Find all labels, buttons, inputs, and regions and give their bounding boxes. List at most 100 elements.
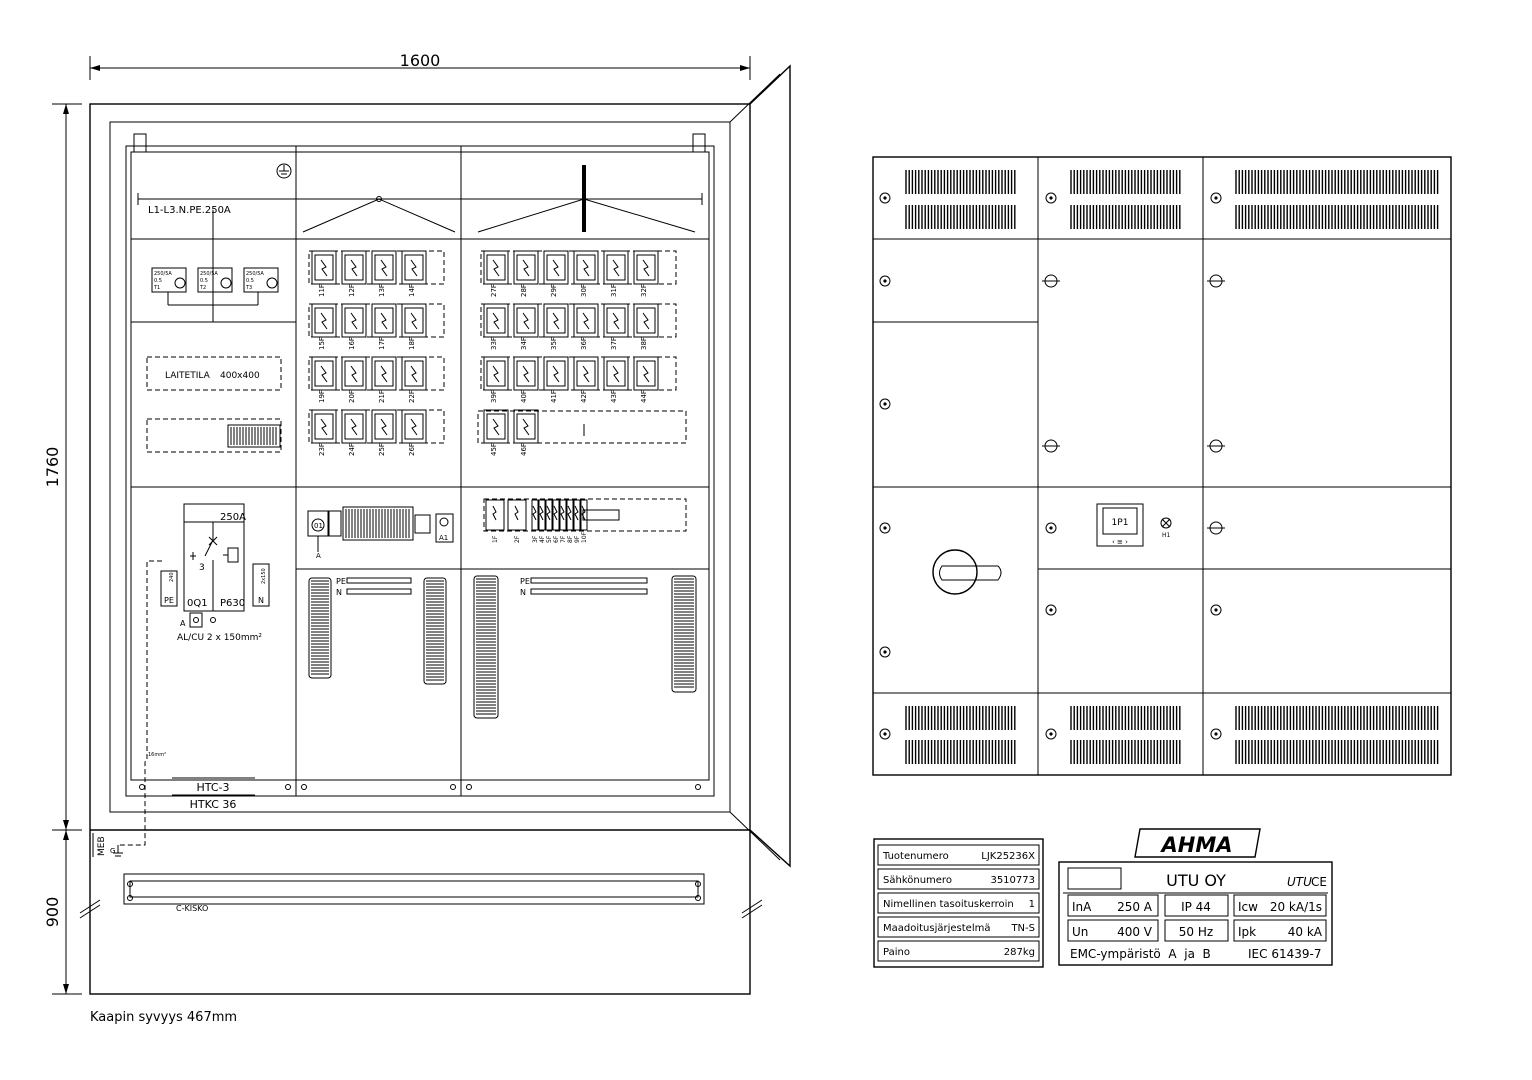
meter-breaker: 9F bbox=[573, 499, 581, 543]
pe-rating: 240 bbox=[169, 572, 175, 582]
fuse-label: 40F bbox=[520, 390, 528, 403]
brand-logo: AHMA bbox=[1160, 833, 1233, 857]
fuse-holder: 11F bbox=[311, 250, 337, 297]
vent-slots bbox=[1235, 740, 1439, 764]
door-view: 1P1 ‹ ≡ › H1 bbox=[872, 156, 1452, 776]
fuse-label: 27F bbox=[490, 284, 498, 297]
rating-plate: AHMA UTU OY UTU CE InA 250 A IP 44 Icw 2… bbox=[1058, 828, 1333, 966]
neutral-pe-bars-right: PE N bbox=[520, 577, 648, 597]
vent-slots bbox=[1235, 706, 1439, 730]
hinge-icon bbox=[1207, 439, 1225, 453]
svg-text:3: 3 bbox=[199, 563, 205, 573]
lock-icon bbox=[1210, 604, 1222, 616]
meter-breaker-label: 7F bbox=[560, 535, 567, 543]
fuse-label: 38F bbox=[640, 337, 648, 350]
in-value: 250 A bbox=[1117, 900, 1153, 914]
fuse-holder: 22F bbox=[401, 356, 427, 403]
fuse-label: 44F bbox=[640, 390, 648, 403]
pe-terminal: PE 240 bbox=[160, 570, 178, 607]
ct-rating: 250/5A bbox=[200, 271, 218, 277]
vent-slots bbox=[905, 740, 1016, 764]
fuse-holder: 33F bbox=[483, 303, 509, 350]
fuse-label: 42F bbox=[580, 390, 588, 403]
vent-slots bbox=[1070, 706, 1181, 730]
bus-pe-label-mid: PE bbox=[336, 577, 346, 586]
fuse-holder: 18F bbox=[401, 303, 427, 350]
lock-icon bbox=[1045, 728, 1057, 740]
meb-label: MEB bbox=[97, 836, 107, 856]
fuse-holder: 20F bbox=[341, 356, 367, 403]
un-label: Un bbox=[1072, 925, 1088, 939]
terminal-stack bbox=[308, 577, 332, 679]
hinge-icon bbox=[1042, 274, 1060, 288]
width-dimension: 1600 bbox=[400, 51, 441, 70]
fuse-holder: 30F bbox=[573, 250, 599, 297]
fuse-label: 46F bbox=[520, 443, 528, 456]
display-module: 1P1 ‹ ≡ › bbox=[1096, 503, 1144, 547]
fuse-holder: 16F bbox=[341, 303, 367, 350]
fuse-label: 11F bbox=[318, 284, 326, 297]
ipk-label: Ipk bbox=[1238, 925, 1256, 939]
fuse-holder: 38F bbox=[633, 303, 659, 350]
lock-icon bbox=[1210, 192, 1222, 204]
fuse-label: 17F bbox=[378, 337, 386, 350]
g-label: G bbox=[110, 847, 115, 855]
product-table-value: TN-S bbox=[1010, 923, 1035, 934]
main-switch: 250A 0Q1 P630 3 A AL/CU 2 x 150mm² bbox=[177, 503, 262, 643]
fuse-holder: 12F bbox=[341, 250, 367, 297]
product-table-value: 3510773 bbox=[990, 875, 1035, 886]
ip-rating: IP 44 bbox=[1181, 900, 1211, 914]
fuse-label: 30F bbox=[580, 284, 588, 297]
lock-icon bbox=[879, 275, 891, 287]
svg-text:‹ ≡ ›: ‹ ≡ › bbox=[1112, 538, 1128, 546]
vent-slots bbox=[905, 170, 1016, 194]
ct-id: T3 bbox=[245, 285, 252, 291]
fuse-label: 19F bbox=[318, 390, 326, 403]
fuse-holder: 15F bbox=[311, 303, 337, 350]
un-value: 400 V bbox=[1117, 925, 1153, 939]
fuse-label: 25F bbox=[378, 443, 386, 456]
fuse-label: 26F bbox=[408, 443, 416, 456]
ct-id: T2 bbox=[199, 285, 206, 291]
lock-icon bbox=[1045, 192, 1057, 204]
fuse-holder: 36F bbox=[573, 303, 599, 350]
front-view: L1-L3.N.PE.250A 250/5A0.5T1250/5A0.5T225… bbox=[79, 64, 791, 995]
n-label: N bbox=[258, 596, 264, 605]
fuse-label: 24F bbox=[348, 443, 356, 456]
main-switch-handle bbox=[932, 549, 1002, 595]
meter-breaker-label: 5F bbox=[546, 535, 553, 543]
n-terminal: N 2x150 bbox=[252, 563, 270, 607]
fuse-label: 28F bbox=[520, 284, 528, 297]
main-switch-rating: 250A bbox=[220, 512, 246, 523]
current-transformer: 250/5A0.5T1 bbox=[151, 267, 187, 293]
door-locks bbox=[879, 192, 1222, 740]
manufacturer: UTU OY bbox=[1166, 871, 1226, 890]
vent-slots bbox=[905, 706, 1016, 730]
product-table-value: LJK25236X bbox=[981, 851, 1035, 862]
lock-icon bbox=[879, 522, 891, 534]
meter-breaker: 5F bbox=[545, 499, 553, 543]
meter-breaker: 3F bbox=[531, 499, 539, 543]
meter-breaker: 2F bbox=[507, 499, 527, 543]
fuse-holder: 40F bbox=[513, 356, 539, 403]
fuse-label: 23F bbox=[318, 443, 326, 456]
ipk-value: 40 kA bbox=[1288, 925, 1323, 939]
lock-icon bbox=[879, 398, 891, 410]
terminal-stacks bbox=[308, 575, 697, 719]
fuse-holder: 41F bbox=[543, 356, 569, 403]
standard: IEC 61439-7 bbox=[1248, 947, 1321, 961]
depth-note: Kaapin syvyys 467mm bbox=[90, 1010, 237, 1025]
fuse-holder: 27F bbox=[483, 250, 509, 297]
lock-icon bbox=[879, 646, 891, 658]
terminal-a-label: A bbox=[316, 552, 321, 560]
display-label: 1P1 bbox=[1112, 518, 1129, 528]
earth-wire-label: 16mm² bbox=[148, 752, 166, 758]
fuse-holder: 39F bbox=[483, 356, 509, 403]
meter-breaker: 6F bbox=[552, 499, 560, 543]
vent-slots bbox=[1070, 740, 1181, 764]
lamp-label: H1 bbox=[1162, 532, 1171, 539]
metering-unit: 01 A1 A bbox=[307, 506, 454, 560]
